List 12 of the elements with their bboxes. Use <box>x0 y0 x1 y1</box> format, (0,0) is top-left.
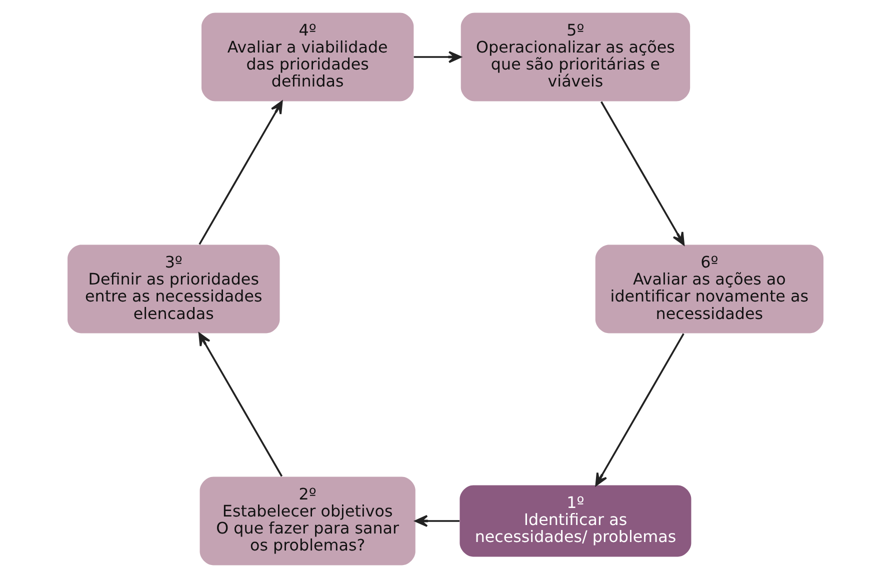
arrow <box>198 332 283 477</box>
node-box: 2º Estabelecer objetivos O que fazer para sanar os problemas? <box>200 476 416 566</box>
arrow <box>414 514 460 527</box>
arrow <box>600 101 685 246</box>
node-box: 1º Identificar as necessidades/ problemas <box>460 485 692 557</box>
arrow <box>414 51 462 64</box>
node-box: 6º Avaliar as ações ao identificar novamente as necessidades <box>595 244 824 334</box>
node-box: 4º Avaliar a viabilidade das prioridades definidas <box>201 12 414 102</box>
arrow <box>595 333 684 486</box>
node-box: 5º Operacionalizar as ações que são prioritárias e viáveis <box>460 12 690 102</box>
node-box: 3º Definir as prioridades entre as necessidades elencadas <box>68 244 280 334</box>
arrow <box>198 100 283 245</box>
